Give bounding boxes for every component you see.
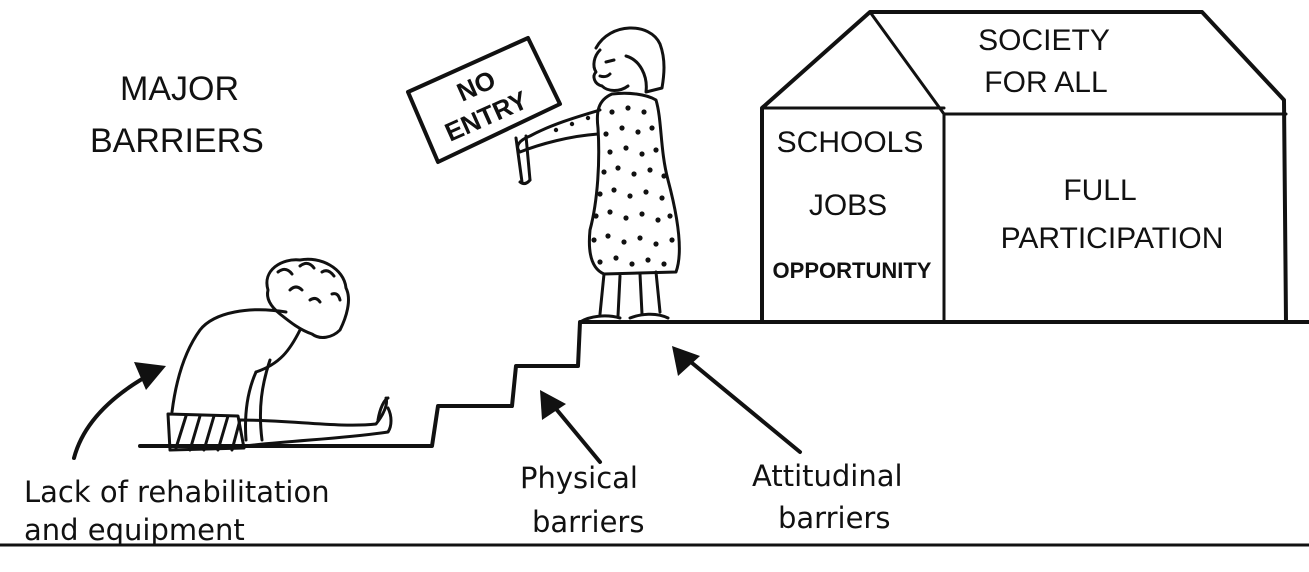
- attitudinal-arrow: [684, 356, 802, 454]
- attitudinal-caption-line-2: barriers: [778, 501, 890, 535]
- rehab-caption-line-1: Lack of rehabilitation: [24, 475, 330, 509]
- roof-line-2: FOR ALL: [984, 66, 1107, 99]
- title-line-2: BARRIERS: [90, 122, 264, 160]
- attitudinal-caption-line-1: Attitudinal: [752, 459, 903, 493]
- physical-arrow: [550, 402, 602, 464]
- ground-and-stairs: [0, 320, 1309, 547]
- house-item-opportunity: OPPORTUNITY: [773, 258, 932, 283]
- diagram-title: MAJOR BARRIERS: [90, 70, 264, 160]
- house-item-jobs: JOBS: [809, 189, 887, 222]
- physical-caption-line-2: barriers: [532, 505, 644, 539]
- roof-line-1: SOCIETY: [978, 24, 1110, 57]
- arrows: [72, 346, 802, 464]
- house-right-line-2: PARTICIPATION: [1001, 222, 1224, 255]
- sitting-person-figure: [166, 257, 393, 452]
- house-item-schools: SCHOOLS: [777, 126, 924, 159]
- house-right-line-1: FULL: [1063, 174, 1136, 207]
- society-house: SOCIETY FOR ALL SCHOOLS JOBS OPPORTUNITY…: [760, 10, 1288, 324]
- standing-woman-figure: NO ENTRY: [406, 26, 681, 324]
- captions: Lack of rehabilitation and equipment Phy…: [24, 459, 903, 547]
- rehab-caption-line-2: and equipment: [24, 513, 245, 547]
- no-entry-sign: [406, 36, 562, 164]
- physical-caption-line-1: Physical: [520, 461, 638, 495]
- house-outline: [760, 10, 1288, 324]
- title-line-1: MAJOR: [120, 70, 239, 108]
- stairs-line: [138, 320, 1309, 448]
